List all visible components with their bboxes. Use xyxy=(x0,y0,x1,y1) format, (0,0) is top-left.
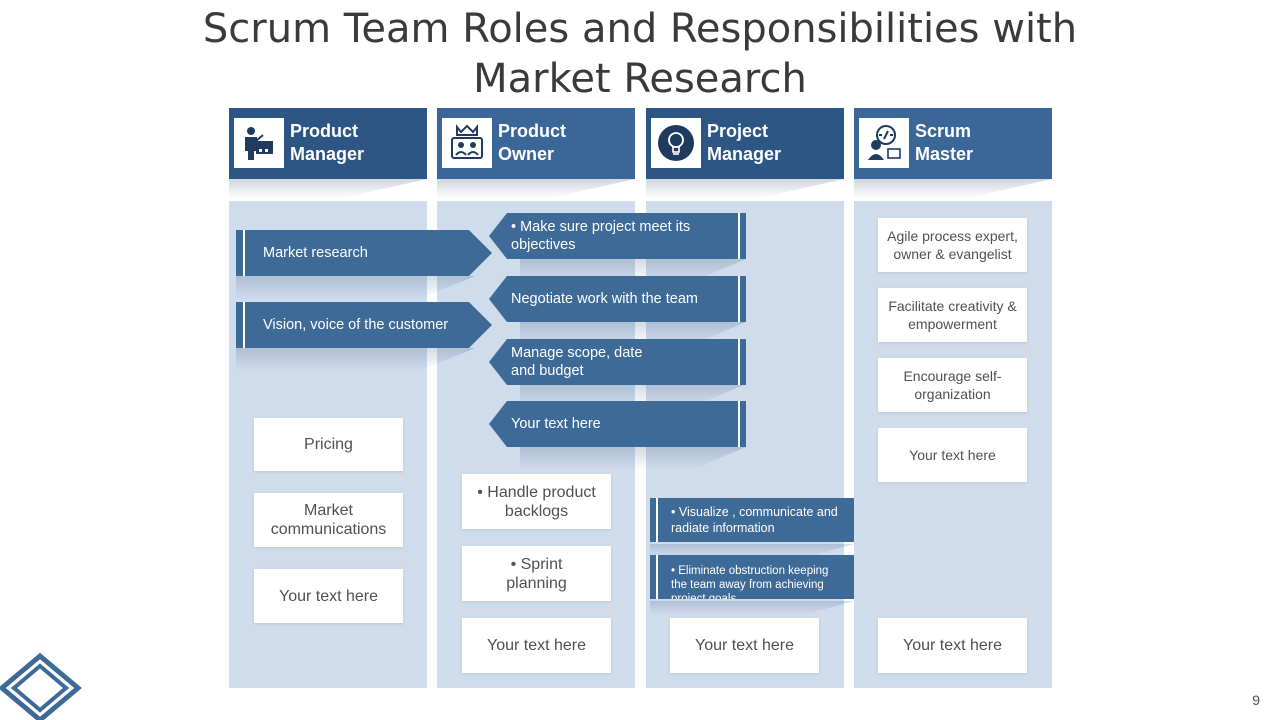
box-text: Agile process expert, owner & evangelist xyxy=(887,228,1018,262)
box-text: Facilitate creativity & empowerment xyxy=(888,298,1017,332)
header-line-1: Product xyxy=(290,121,359,141)
box-text: Your text here xyxy=(909,447,996,463)
header-line-2: Master xyxy=(915,144,974,164)
title-line-2: Market Research xyxy=(473,56,807,102)
arrow-manage-scope: Manage scope, date and budget xyxy=(489,339,746,385)
header-project-manager: Project Manager xyxy=(646,108,844,179)
lightbulb-icon xyxy=(651,118,701,168)
arrow-label: Vision, voice of the customer xyxy=(263,317,449,333)
header-label: Product Manager xyxy=(290,120,420,166)
arrow-label: Your text here xyxy=(511,416,601,432)
box-pricing: Pricing xyxy=(254,418,403,471)
crown-team-icon xyxy=(442,118,492,168)
box-market-communications: Market communications xyxy=(254,493,403,547)
box-text: Your text here xyxy=(278,587,379,605)
header-product-manager: Product Manager xyxy=(229,108,427,179)
tab-text: • Eliminate obstruction keeping the team… xyxy=(671,565,829,599)
box-text: Market communications xyxy=(270,502,387,538)
diamond-logo-icon xyxy=(0,652,82,720)
header-shadow xyxy=(646,179,844,199)
box-text: Your text here xyxy=(902,637,1003,654)
box-your-text: Your text here xyxy=(462,618,611,673)
box-your-text: Your text here xyxy=(878,618,1027,673)
header-product-owner: Product Owner xyxy=(437,108,635,179)
box-your-text: Your text here xyxy=(254,569,403,623)
box-facilitate-creativity: Facilitate creativity & empowerment xyxy=(878,288,1027,342)
header-shadow xyxy=(437,179,635,199)
arrow-vision-voice: Vision, voice of the customer xyxy=(236,302,492,348)
box-text: • Sprint planning xyxy=(506,555,567,592)
tab-eliminate-obstruction: • Eliminate obstruction keeping the team… xyxy=(650,555,854,599)
header-line-2: Owner xyxy=(498,144,555,164)
arrow-market-research: Market research xyxy=(236,230,492,276)
header-line-2: Manager xyxy=(290,144,365,164)
box-self-organization: Encourage self-organization xyxy=(878,358,1027,412)
presenter-icon xyxy=(234,118,284,168)
header-label: Product Owner xyxy=(498,120,628,166)
tab-visualize-information: • Visualize , communicate and radiate in… xyxy=(650,498,854,542)
header-label: Scrum Master xyxy=(915,120,1045,166)
box-text: Your text here xyxy=(486,637,587,654)
arrow-label: Negotiate work with the team xyxy=(511,291,698,307)
title-line-1: Scrum Team Roles and Responsibilities wi… xyxy=(202,6,1078,52)
box-handle-backlogs: • Handle product backlogs xyxy=(462,474,611,529)
header-shadow xyxy=(229,179,427,199)
box-text: • Handle product backlogs xyxy=(477,483,596,520)
header-line-1: Project xyxy=(707,121,769,141)
arrow-label: Market research xyxy=(263,245,368,261)
box-text: Your text here xyxy=(694,637,795,654)
arrow-your-text: Your text here xyxy=(489,401,746,447)
arrow-label: • Make sure project meet its objectives xyxy=(511,219,691,253)
header-line-1: Product xyxy=(498,121,567,141)
header-line-2: Manager xyxy=(707,144,782,164)
box-sprint-planning: • Sprint planning xyxy=(462,546,611,601)
header-scrum-master: Scrum Master xyxy=(854,108,1052,179)
box-text: Pricing xyxy=(304,436,353,453)
page-number: 9 xyxy=(1252,692,1260,708)
box-agile-expert: Agile process expert, owner & evangelist xyxy=(878,218,1027,272)
header-line-1: Scrum xyxy=(915,121,972,141)
arrow-project-objectives: • Make sure project meet its objectives xyxy=(489,213,746,259)
arrow-label: Manage scope, date and budget xyxy=(511,345,643,379)
tab-shadow xyxy=(650,544,854,558)
box-your-text: Your text here xyxy=(670,618,819,673)
slide-title: Scrum Team Roles and Responsibilities wi… xyxy=(140,4,1140,104)
box-text: Encourage self-organization xyxy=(903,368,1002,402)
header-label: Project Manager xyxy=(707,120,837,166)
arrow-negotiate-work: Negotiate work with the team xyxy=(489,276,746,322)
tab-shadow xyxy=(650,601,854,615)
tab-text: • Visualize , communicate and radiate in… xyxy=(671,505,838,535)
header-shadow xyxy=(854,179,1052,199)
box-your-text: Your text here xyxy=(878,428,1027,482)
developer-icon xyxy=(859,118,909,168)
